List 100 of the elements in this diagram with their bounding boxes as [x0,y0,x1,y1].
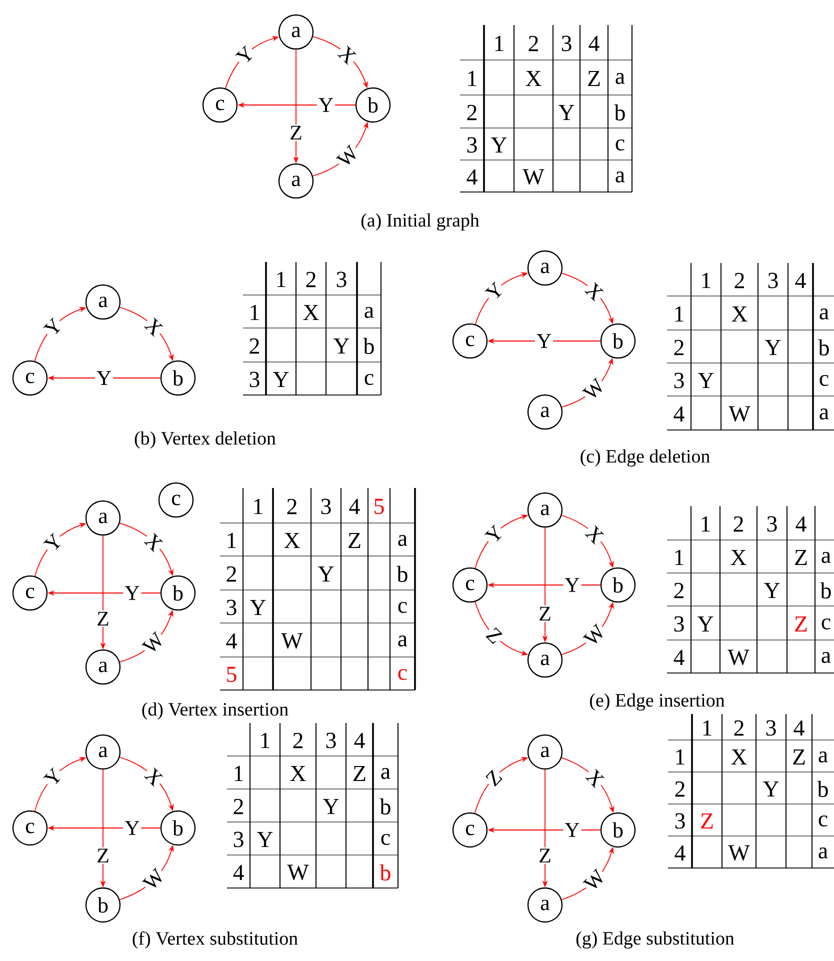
table-cell: 2 [234,798,243,814]
table-cell: X [303,304,319,320]
edge-label: Y [40,314,66,340]
table-cell: W [728,650,750,666]
edge-label: Y [123,820,142,836]
edge-label: Y [123,584,142,602]
edge-label: Z [95,610,111,628]
edge-label: W [580,375,608,404]
table-cell: Y [698,372,714,388]
table-cell: 1 [234,766,243,782]
table-cell: 3 [766,720,776,736]
table-cell: a [820,308,829,320]
table-cell: 3 [675,813,685,829]
table-cell: Y [764,340,781,355]
subfigure-caption: (b) Vertex deletion [134,431,276,449]
table-cell: W [287,864,309,880]
table-cell: a [616,172,625,182]
table-cell: a [822,552,831,563]
table-cell: 1 [703,720,712,736]
table-cell: 1 [675,306,684,322]
table-cell: b [363,338,374,354]
table-cell: X [730,550,746,565]
edge-label: Y [482,522,507,547]
edge-label: Y [94,370,114,386]
table-cell: c [381,834,390,845]
table-cell: b [396,566,408,582]
edge-label: Y [41,530,66,555]
edge-label: X [334,42,360,68]
table-cell: Z [701,813,713,828]
table-cell: 4 [226,633,237,649]
table-cell: 2 [528,36,538,52]
edge-label: Y [232,42,258,68]
table-cell: 1 [228,532,236,548]
table-cell: 4 [674,650,684,666]
table-cell: W [728,845,750,861]
table-cell: 1 [675,550,684,566]
subfigure-caption: (d) Vertex insertion [142,702,288,720]
table-cell: c [820,374,828,386]
table-cell: 1 [277,272,286,288]
table-cell: 3 [562,36,572,52]
table-cell: 1 [702,272,710,288]
table-cell: 4 [674,406,684,422]
table-cell: 4 [674,845,686,861]
edge-label: X [142,764,166,790]
table-cell: 1 [261,732,270,748]
table-cell: 1 [250,304,259,320]
edge-label: Y [316,96,335,114]
table-cell: 4 [466,169,478,185]
edge-label: Y [482,279,507,304]
table-cell: 2 [675,781,684,797]
edge-label: W [140,866,168,894]
table-cell: X [290,766,306,781]
edge-label: W [580,866,609,894]
table-cell: a [398,535,408,546]
subfigure-caption: (c) Edge deletion [580,449,710,467]
edge-label: Z [537,847,553,864]
edge-label: Z [482,624,506,648]
edge-label: Z [95,847,111,864]
table-cell: 1 [468,70,476,86]
table-cell: b [820,582,831,599]
table-cell: a [822,652,831,663]
table-cell: Y [272,372,289,387]
table-cell: c [822,618,830,630]
table-cell: 2 [293,732,302,748]
table-cell: c [398,602,407,613]
subfigure-caption: (e) Edge insertion [590,693,725,711]
table-cell: 2 [287,498,296,514]
table-cell: 2 [734,720,744,736]
table-cell: 2 [306,272,316,288]
table-cell: 2 [250,338,259,354]
table-cell: c [364,374,374,385]
table-cell: Z [793,749,805,764]
table-cell: Y [764,582,780,598]
edge-label: Z [537,605,553,622]
edge-label: Y [534,332,554,350]
edge-label: X [582,279,607,304]
table-cell: b [817,780,828,798]
subfigure-caption: (f) Vertex substitution [132,931,298,949]
edge-label: Z [482,766,506,790]
subfigure-caption: (g) Edge substitution [576,931,734,949]
table-cell: b [380,798,390,815]
table-cell: 3 [321,498,331,514]
table-cell: 1 [702,516,710,532]
edge-label: Y [563,822,582,838]
table-cell: Y [558,104,574,120]
edge-label: W [580,621,609,650]
table-cell: Z [354,766,366,781]
table-cell: 1 [676,749,684,765]
table-cell: c [398,668,407,680]
table-cell: 1 [495,36,504,52]
table-cell: 2 [734,516,743,532]
table-cell: Y [256,832,273,847]
table-cell: 4 [233,864,244,880]
table-cell: a [381,768,390,779]
table-cell: 2 [674,582,684,598]
table-cell: 4 [794,720,804,736]
table-cell: 3 [674,372,684,388]
table-cell: Y [490,137,507,152]
table-cell: 5 [227,666,236,682]
table-cell: 3 [234,832,244,848]
